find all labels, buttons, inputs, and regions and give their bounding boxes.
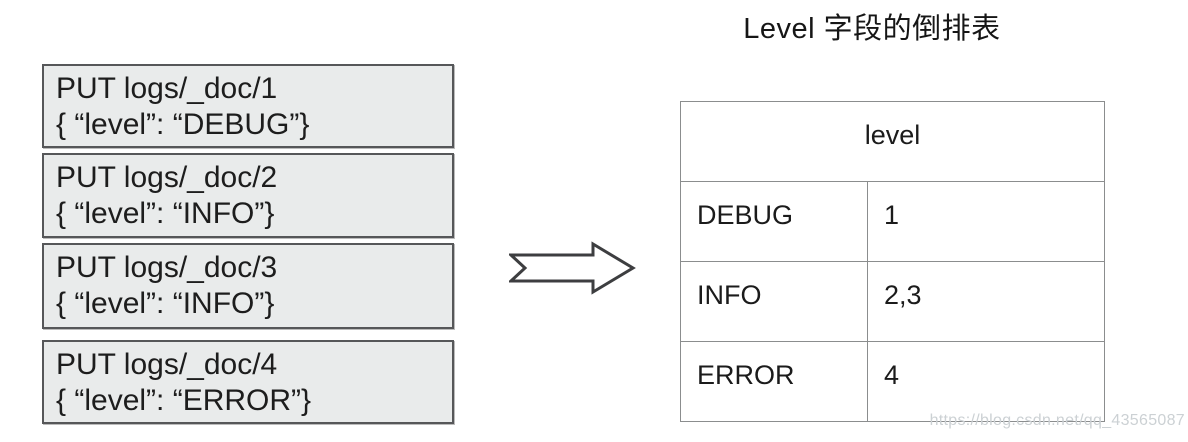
term-cell: INFO	[680, 261, 868, 342]
doc-box-1-line2: { “level”: “DEBUG”}	[56, 108, 310, 141]
doc-box-2-line2: { “level”: “INFO”}	[56, 197, 275, 230]
doc-box-3: PUT logs/_doc/3 { “level”: “INFO”}	[42, 243, 454, 329]
doc-box-4-line1: PUT logs/_doc/4	[56, 348, 278, 381]
inverted-index-table: level DEBUG 1 INFO 2,3 ERROR 4	[680, 101, 1105, 422]
table-header-level: level	[680, 101, 1105, 182]
right-arrow-icon	[507, 241, 637, 295]
doc-box-1-line1: PUT logs/_doc/1	[56, 72, 278, 105]
postings-cell: 1	[867, 181, 1105, 262]
postings-cell: 4	[867, 341, 1105, 422]
doc-box-2: PUT logs/_doc/2 { “level”: “INFO”}	[42, 153, 454, 238]
watermark-url: https://blog.csdn.net/qq_43565087	[929, 412, 1185, 429]
table-row: DEBUG 1	[680, 181, 1105, 262]
doc-box-4-line2: { “level”: “ERROR”}	[56, 384, 312, 417]
postings-cell: 2,3	[867, 261, 1105, 342]
table-header-row: level	[680, 101, 1105, 182]
table-row: ERROR 4	[680, 341, 1105, 422]
doc-box-1: PUT logs/_doc/1 { “level”: “DEBUG”}	[42, 64, 454, 148]
diagram-title: Level 字段的倒排表	[743, 13, 1001, 45]
doc-box-4: PUT logs/_doc/4 { “level”: “ERROR”}	[42, 340, 454, 424]
term-cell: ERROR	[680, 341, 868, 422]
doc-box-2-line1: PUT logs/_doc/2	[56, 161, 278, 194]
doc-box-3-line2: { “level”: “INFO”}	[56, 287, 275, 320]
table-row: INFO 2,3	[680, 261, 1105, 342]
term-cell: DEBUG	[680, 181, 868, 262]
doc-box-3-line1: PUT logs/_doc/3	[56, 251, 278, 284]
